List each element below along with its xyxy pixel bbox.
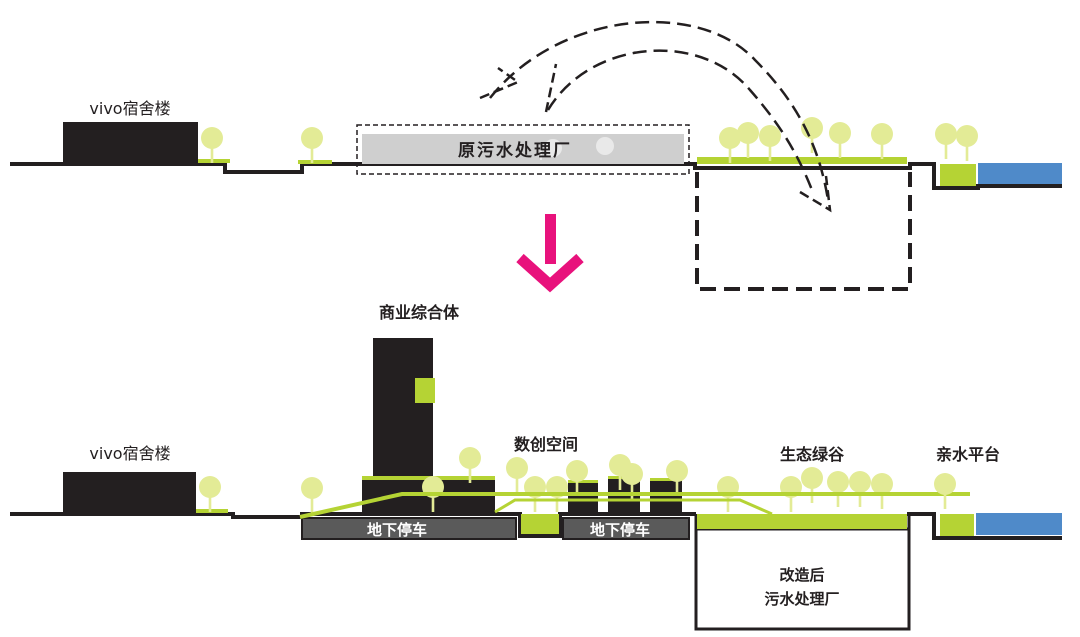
underground-dashed-box <box>695 172 912 291</box>
tree <box>201 127 223 163</box>
new-plant-label-line2: 污水处理厂 <box>764 590 839 608</box>
eco-valley-green <box>697 514 907 529</box>
eco-valley-label: 生态绿谷 <box>780 445 845 464</box>
dorm-label-bottom: vivo宿舍楼 <box>89 444 170 463</box>
old-plant-block <box>362 134 684 164</box>
digital-roof-3 <box>650 478 682 481</box>
parking-block-2 <box>562 517 690 540</box>
water-bottom <box>976 513 1062 535</box>
arrowhead-right <box>799 175 832 213</box>
waterfront-label: 亲水平台 <box>936 445 1000 464</box>
tree <box>935 123 957 159</box>
park-green-top <box>697 157 907 164</box>
arrowhead-left-2 <box>544 63 558 113</box>
green-pad-top-1 <box>198 159 230 163</box>
tree <box>801 117 823 153</box>
green-pad-bottom-1 <box>196 509 228 513</box>
commercial-label: 商业综合体 <box>379 303 460 322</box>
old-plant-label: 原污水处理厂 <box>458 140 572 161</box>
old-plant-dashed-outline <box>356 124 690 175</box>
digital-roof-1 <box>568 480 598 483</box>
waterfront-green-top <box>940 164 976 186</box>
arrowhead-left <box>479 66 521 100</box>
green-pad-top-2 <box>298 160 332 164</box>
tree <box>759 125 781 161</box>
tree <box>301 477 323 513</box>
tree <box>827 471 849 507</box>
digital-building-1 <box>568 482 598 514</box>
waterfront-green-bottom <box>940 514 974 536</box>
tree <box>871 123 893 159</box>
new-plant-box <box>694 527 911 631</box>
parking-block-1 <box>301 517 517 540</box>
tree <box>199 476 221 512</box>
tree <box>871 473 893 509</box>
transform-arrow <box>516 214 584 293</box>
parking-label-1: 地下停车 <box>367 521 427 539</box>
tree <box>849 471 871 507</box>
new-plant-label-line1: 改造后 <box>779 566 824 584</box>
dorm-building-top <box>63 122 198 165</box>
tree <box>934 473 956 509</box>
tree <box>801 467 823 503</box>
tree <box>956 125 978 161</box>
commercial-tower <box>373 338 433 484</box>
parking-label-2: 地下停车 <box>590 521 650 539</box>
ground-line-bottom-right <box>907 512 1062 540</box>
tree <box>301 127 323 163</box>
tree <box>829 122 851 158</box>
green-pad-mid <box>521 514 559 534</box>
water-top <box>978 163 1062 184</box>
tower-green-panel <box>415 378 435 403</box>
before-section: vivo宿舍楼 原污水处理厂 <box>10 20 1062 291</box>
ground-line-top <box>10 162 1062 190</box>
after-section: vivo宿舍楼 商业综合体 数创空间 生态绿谷 亲水平台 地下停车 地下停车 改… <box>10 303 1062 631</box>
dorm-label-top: vivo宿舍楼 <box>89 99 170 118</box>
dorm-building-bottom <box>63 472 196 514</box>
digital-space-label: 数创空间 <box>514 435 578 454</box>
relocation-arrow-outer <box>489 20 830 201</box>
green-walkway-1 <box>299 492 970 519</box>
green-walkway-2 <box>494 498 773 516</box>
tree <box>737 122 759 158</box>
